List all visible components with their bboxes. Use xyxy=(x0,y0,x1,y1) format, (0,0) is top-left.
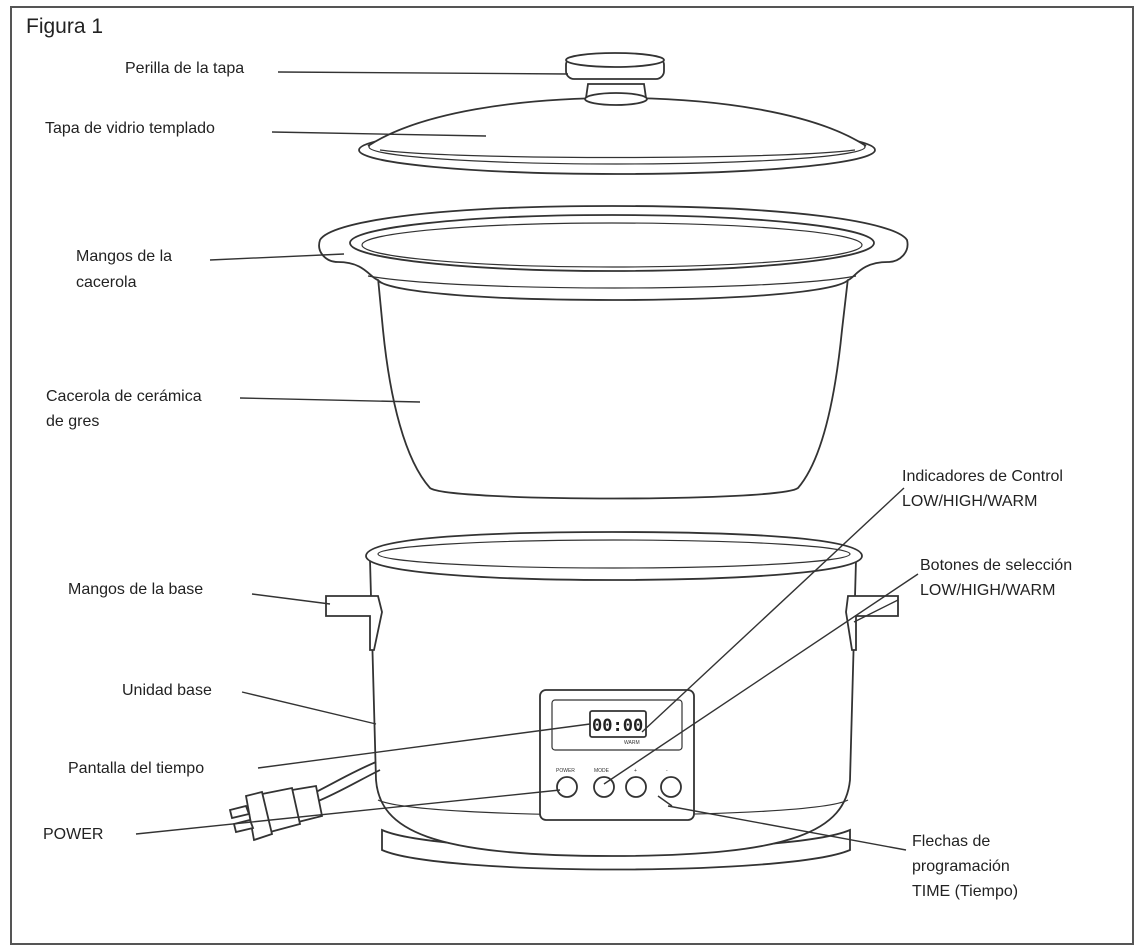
power-plug xyxy=(228,784,324,842)
label-glass-lid: Tapa de vidrio templado xyxy=(45,120,215,137)
label-pot-handles-line1: Mangos de la xyxy=(76,248,173,265)
label-time-display: Pantalla del tiempo xyxy=(68,760,205,777)
button-label-mode: MODE xyxy=(594,768,610,774)
time-display-digits: 00:00 xyxy=(592,716,643,736)
time-minus-button[interactable] xyxy=(660,776,682,798)
figure-title: Figura 1 xyxy=(26,15,104,38)
label-indicators-line1: Indicadores de Control xyxy=(902,468,1063,485)
label-base-handles: Mangos de la base xyxy=(68,581,204,598)
label-power: POWER xyxy=(43,826,104,843)
button-label-plus: + xyxy=(634,768,637,774)
button-label-power: POWER xyxy=(556,768,575,774)
label-lid-knob: Perilla de la tapa xyxy=(125,60,245,77)
label-arrows-line1: Flechas de xyxy=(912,833,991,850)
label-selection-line2: LOW/HIGH/WARM xyxy=(920,582,1056,599)
time-plus-button[interactable] xyxy=(625,776,647,798)
control-panel: 00:00 WARM POWER MODE + - xyxy=(539,689,695,821)
glass-lid xyxy=(358,97,876,175)
display-mode-text: WARM xyxy=(624,740,640,746)
stoneware-pot xyxy=(318,205,909,500)
label-arrows-line2: programación xyxy=(912,858,1010,875)
button-label-minus: - xyxy=(666,768,668,774)
label-indicators-line2: LOW/HIGH/WARM xyxy=(902,493,1038,510)
label-arrows-line3: TIME (Tiempo) xyxy=(912,883,1019,900)
leader-lines xyxy=(135,71,919,851)
label-base-unit: Unidad base xyxy=(122,682,212,699)
power-button[interactable] xyxy=(556,776,578,798)
label-stoneware-line1: Cacerola de cerámica xyxy=(46,388,202,405)
base-handles xyxy=(325,595,899,651)
lid-knob xyxy=(565,52,665,106)
label-selection-line1: Botones de selección xyxy=(920,557,1073,574)
power-cord xyxy=(311,761,381,803)
label-stoneware-line2: de gres xyxy=(46,413,100,430)
mode-button[interactable] xyxy=(593,776,615,798)
label-pot-handles-line2: cacerola xyxy=(76,274,137,291)
